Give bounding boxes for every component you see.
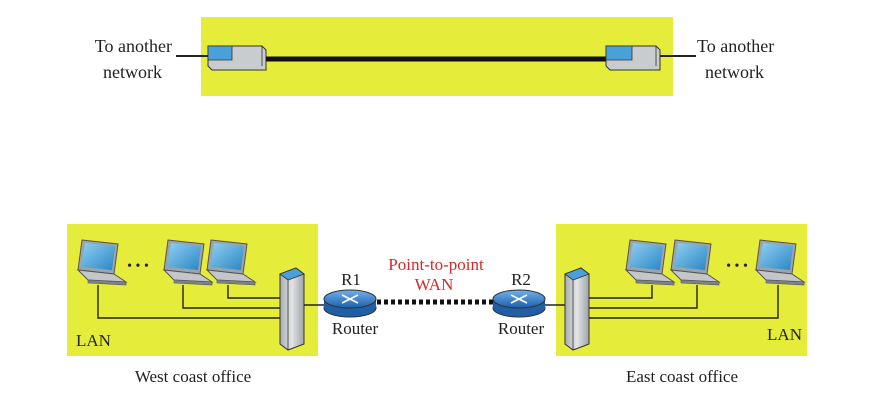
right-connector-device [605, 45, 661, 71]
right-network-label-line1: To another [697, 36, 774, 56]
router-r2-label: Router [498, 319, 545, 338]
router-r1-name: R1 [341, 270, 361, 289]
east-ellipsis: • • • [726, 259, 748, 274]
wan-label-line1: Point-to-point [388, 255, 484, 274]
east-lan-label: LAN [767, 325, 802, 344]
west-switch [279, 267, 305, 351]
east-switch [564, 267, 590, 351]
west-lan-label: LAN [76, 331, 111, 350]
right-network-label-line2: network [705, 62, 764, 82]
east-lan-cables [589, 285, 779, 319]
router-r2-name: R2 [511, 270, 531, 289]
west-lan-cables [97, 285, 280, 319]
left-network-label-line1: To another [95, 36, 172, 56]
left-connector-device [207, 45, 267, 71]
west-office-caption: West coast office [135, 367, 251, 386]
east-office-caption: East coast office [626, 367, 738, 386]
left-network-label-line2: network [103, 62, 162, 82]
router-r1-label: Router [332, 319, 379, 338]
west-ellipsis: • • • [127, 259, 149, 274]
router-r1-icon [323, 289, 377, 318]
router-r2-icon [492, 289, 546, 318]
wan-label-line2: WAN [415, 275, 454, 294]
